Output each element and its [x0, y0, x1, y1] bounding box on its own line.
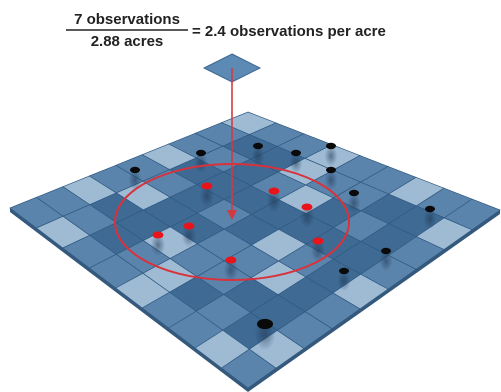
equation: 7 observations 2.88 acres = 2.4 observat… — [66, 11, 386, 50]
outside-point — [291, 149, 301, 157]
outside-point — [253, 142, 263, 150]
point-shadow — [299, 205, 315, 229]
point-shadow — [379, 250, 393, 272]
equation-result: = 2.4 observations per acre — [192, 23, 386, 40]
observation-points — [130, 142, 435, 330]
outside-point — [130, 166, 140, 174]
inside-point — [301, 203, 313, 211]
point-shadow — [181, 224, 197, 248]
point-shadow — [194, 152, 208, 174]
point-shadow — [223, 258, 239, 282]
equation-denominator: 2.88 acres — [91, 33, 164, 50]
outside-point — [196, 149, 206, 157]
inside-point — [312, 237, 324, 245]
inside-point — [201, 182, 213, 190]
point-shadow — [324, 169, 338, 191]
point-shadow — [199, 184, 215, 208]
grid-surface — [9, 111, 501, 392]
point-shadows — [128, 145, 437, 351]
point-shadow — [251, 145, 265, 167]
outside-point — [326, 166, 336, 174]
arrow-head — [227, 210, 237, 220]
outside-point — [349, 189, 359, 197]
arrow — [227, 68, 237, 220]
point-shadow — [289, 152, 303, 174]
inside-point — [268, 187, 280, 195]
outside-point — [425, 205, 435, 213]
equation-numerator: 7 observations — [74, 11, 180, 28]
inside-point — [152, 231, 164, 239]
point-shadow — [347, 192, 361, 214]
point-shadow — [150, 233, 166, 257]
point-shadow — [310, 239, 326, 263]
outside-point — [339, 267, 349, 275]
point-shadow — [128, 169, 142, 191]
outside-point — [381, 247, 391, 255]
point-shadow — [337, 270, 351, 292]
point-shadow — [423, 208, 437, 230]
outside-point — [257, 318, 273, 330]
inside-point — [183, 222, 195, 230]
point-shadow — [324, 145, 338, 167]
outside-point — [326, 142, 336, 150]
point-shadow — [266, 189, 282, 213]
inside-point — [225, 256, 237, 264]
